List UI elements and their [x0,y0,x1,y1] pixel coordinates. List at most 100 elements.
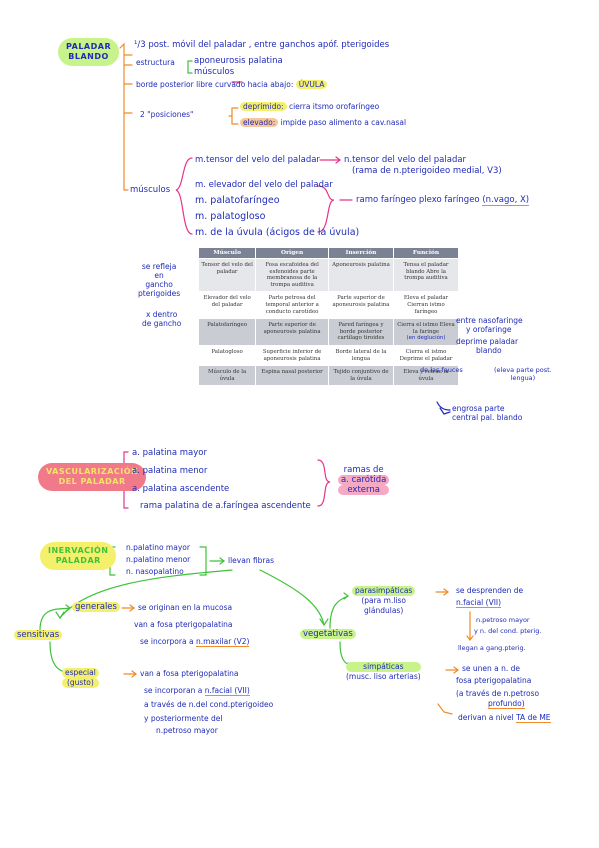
maxilar-nerve: n.maxilar (V2) [195,637,250,647]
nerve-item: n.palatino mayor [126,543,190,552]
uvula-highlight: ÚVULA [295,80,328,89]
muscle-item: m. palatofaríngeo [195,195,280,206]
plexo-text: ramo faríngeo plexo faríngeo [356,195,480,205]
section-title-vascularizacion: VASCULARIZACIÓN DEL PALADAR [38,463,147,491]
title-line: PALADAR [55,556,101,565]
artery-item: a. palatina mayor [132,448,207,458]
ramas-line: a. carótida [338,475,390,485]
deglucion-note: (en deglución) [406,335,446,342]
table-cell: Pared faríngea y borde posterior cartíla… [327,318,394,346]
table-header-cell: Inserción [327,247,394,259]
note-engrosa: engrosa parte central pal. blando [452,404,522,422]
section-title-inervacion: INERVACIÓN PALADAR [40,542,117,570]
generales-text: van a fosa pterigopalatina [134,620,233,629]
nerve-item: n. nasopalatino [126,567,184,576]
muscle-item: m. elevador del velo del paladar [195,180,333,190]
table-header-cell: Origen [255,247,329,259]
note-line: central pal. blando [452,413,523,422]
gen-text: se incorpora a [140,637,194,646]
para-text: y n. del cond. pterig. [474,627,542,635]
simp-text: profundo) [488,699,525,709]
sensitivas-highlight: sensitivas [14,630,63,640]
generales-highlight: generales [72,602,120,612]
table-cell: Elevador del velo del paladar [197,291,257,320]
deprimido-text: cierra itsmo orofaríngeo [288,102,380,111]
table-row: Tensor del velo del paladar Fosa escafoi… [197,257,460,293]
simp-derivan: derivan a nivel [458,713,514,722]
parasimpaticas-label: parasimpáticas (para m.liso glándulas) [352,586,416,616]
para-text: se desprenden de [456,586,524,595]
sensitivas-label: sensitivas [14,630,63,640]
simp-line: (musc. liso arterias) [346,672,421,681]
para-text: n.facial (VII) [456,598,502,608]
title-line: VASCULARIZACIÓN [46,467,139,476]
muscle-item: m. de la úvula (ácigos de la úvula) [195,227,360,238]
table-cell: Espina nasal posterior [255,365,329,387]
para-text: llegan a gang.pterig. [458,644,526,652]
generales-label: generales [72,602,120,612]
simp-text: derivan a nivel TA de ME [458,713,551,723]
muscle-nerve: n.tensor del velo del paladar [344,155,467,165]
simpaticas-label: simpáticas (musc. liso arterias) [346,662,421,682]
table-row: Palatofaríngeo Parte superior de aponeur… [197,318,460,346]
simp-text: se unen a n. de [462,664,521,673]
note-line: de gancho [142,319,182,328]
especial-text: y posteriormente del [144,714,223,723]
table-cell: Palatofaríngeo [197,318,257,346]
simp-text: fosa pterigopalatina [456,676,532,685]
especial-text: se incorporan a n.facial (VII) [144,686,250,696]
ramas-carotida: ramas de a. carótida externa [338,465,390,495]
muscle-item: m. palatogloso [195,211,266,222]
artery-item: a. palatina menor [132,466,208,476]
title-line: INERVACIÓN [48,546,109,555]
elevado-highlight: elevado: [240,118,279,127]
esp-text: se incorporan a [144,686,203,695]
para-line: parasimpáticas [352,586,416,596]
table-cell: Músculo de la úvula [197,365,257,387]
table-cell: Cierra el istmo Deprime el paladar [392,344,460,367]
borde-posterior-text: borde posterior libre curvado hacia abaj… [136,80,328,89]
ramo-faringeo: ramo faríngeo plexo faríngeo (n.vago, X) [356,195,530,206]
table-cell: Eleva y retrae la úvula [392,365,460,387]
ramas-line: ramas de [343,465,384,475]
table-row: Músculo de la úvula Espina nasal posteri… [197,365,460,387]
table-cell: Superficie inferior de aponeurosis palat… [255,344,329,367]
para-line: (para m.liso [361,596,407,605]
title-line: DEL PALADAR [58,477,126,486]
table-cell: Aponeurosis palatina [327,257,394,293]
table-cell: Parte petrosa del temporal anterior a co… [255,291,329,320]
estructura-label: estructura [136,58,175,67]
table-cell: Borde lateral de la lengua [327,344,394,367]
elevado-text: impide paso alimento a cav.nasal [280,118,407,127]
title-line: BLANDO [68,52,109,61]
note-line: engrosa parte [452,404,505,413]
note-fauces: de las fauces [420,366,463,374]
note-line: gancho [145,280,173,289]
vago-nerve: (n.vago, X) [482,195,530,206]
simp-text: (a través de n.petroso [456,689,540,698]
note-line: blando [476,346,502,355]
note-nasofaringe: entre nasofaringe y orofaringe [456,316,523,334]
facial-nerve: n.facial (VII) [456,598,502,608]
table-cell: Tensa el paladar blando Abre la trompa a… [392,257,460,293]
estructura-item: aponeurosis palatina [194,56,283,66]
table-header-row: Músculo Origen Inserción Función [197,247,460,259]
posicion-elevado: elevado: impide paso alimento a cav.nasa… [240,118,406,127]
especial-text: van a fosa pterigopalatina [140,669,239,678]
simp-line: simpáticas [346,662,421,672]
table-cell: Fosa escafoidea del esfenoides parte mem… [255,257,329,293]
artery-item: a. palatina ascendente [132,484,230,494]
nerve-item: n.palatino menor [126,555,191,564]
section-title-paladar-blando: PALADAR BLANDO [58,38,120,66]
note-line: se refleja [141,262,177,271]
paladar-description: ¹/3 post. móvil del paladar , entre ganc… [134,40,390,50]
note-gancho: se refleja en gancho pterigoides [138,262,180,298]
especial-line: especial [62,668,99,678]
ta-de-me: TA de ME [516,713,551,723]
estructura-item: músculos [194,67,235,77]
table-cell: Parte superior de aponeurosis palatina [255,318,329,346]
cell-text: Cierra el istmo Eleva la faringe [397,322,455,335]
table-cell: Parte superior de aponeurosis palatina [327,291,394,320]
table-cell: Cierra el istmo Eleva la faringe (en deg… [392,318,460,346]
posicion-deprimido: deprimido: cierra itsmo orofaríngeo [240,102,379,111]
